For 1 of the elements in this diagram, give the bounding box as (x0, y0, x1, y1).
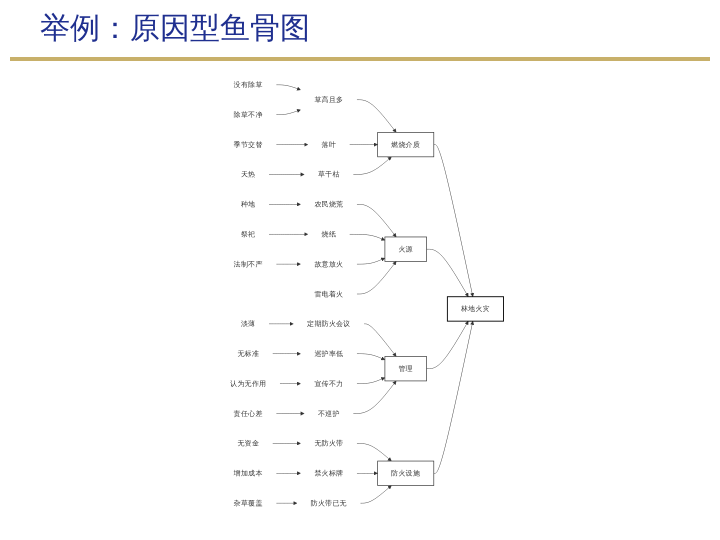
diagram-title: 举例：原因型鱼骨图 (10, 0, 710, 61)
